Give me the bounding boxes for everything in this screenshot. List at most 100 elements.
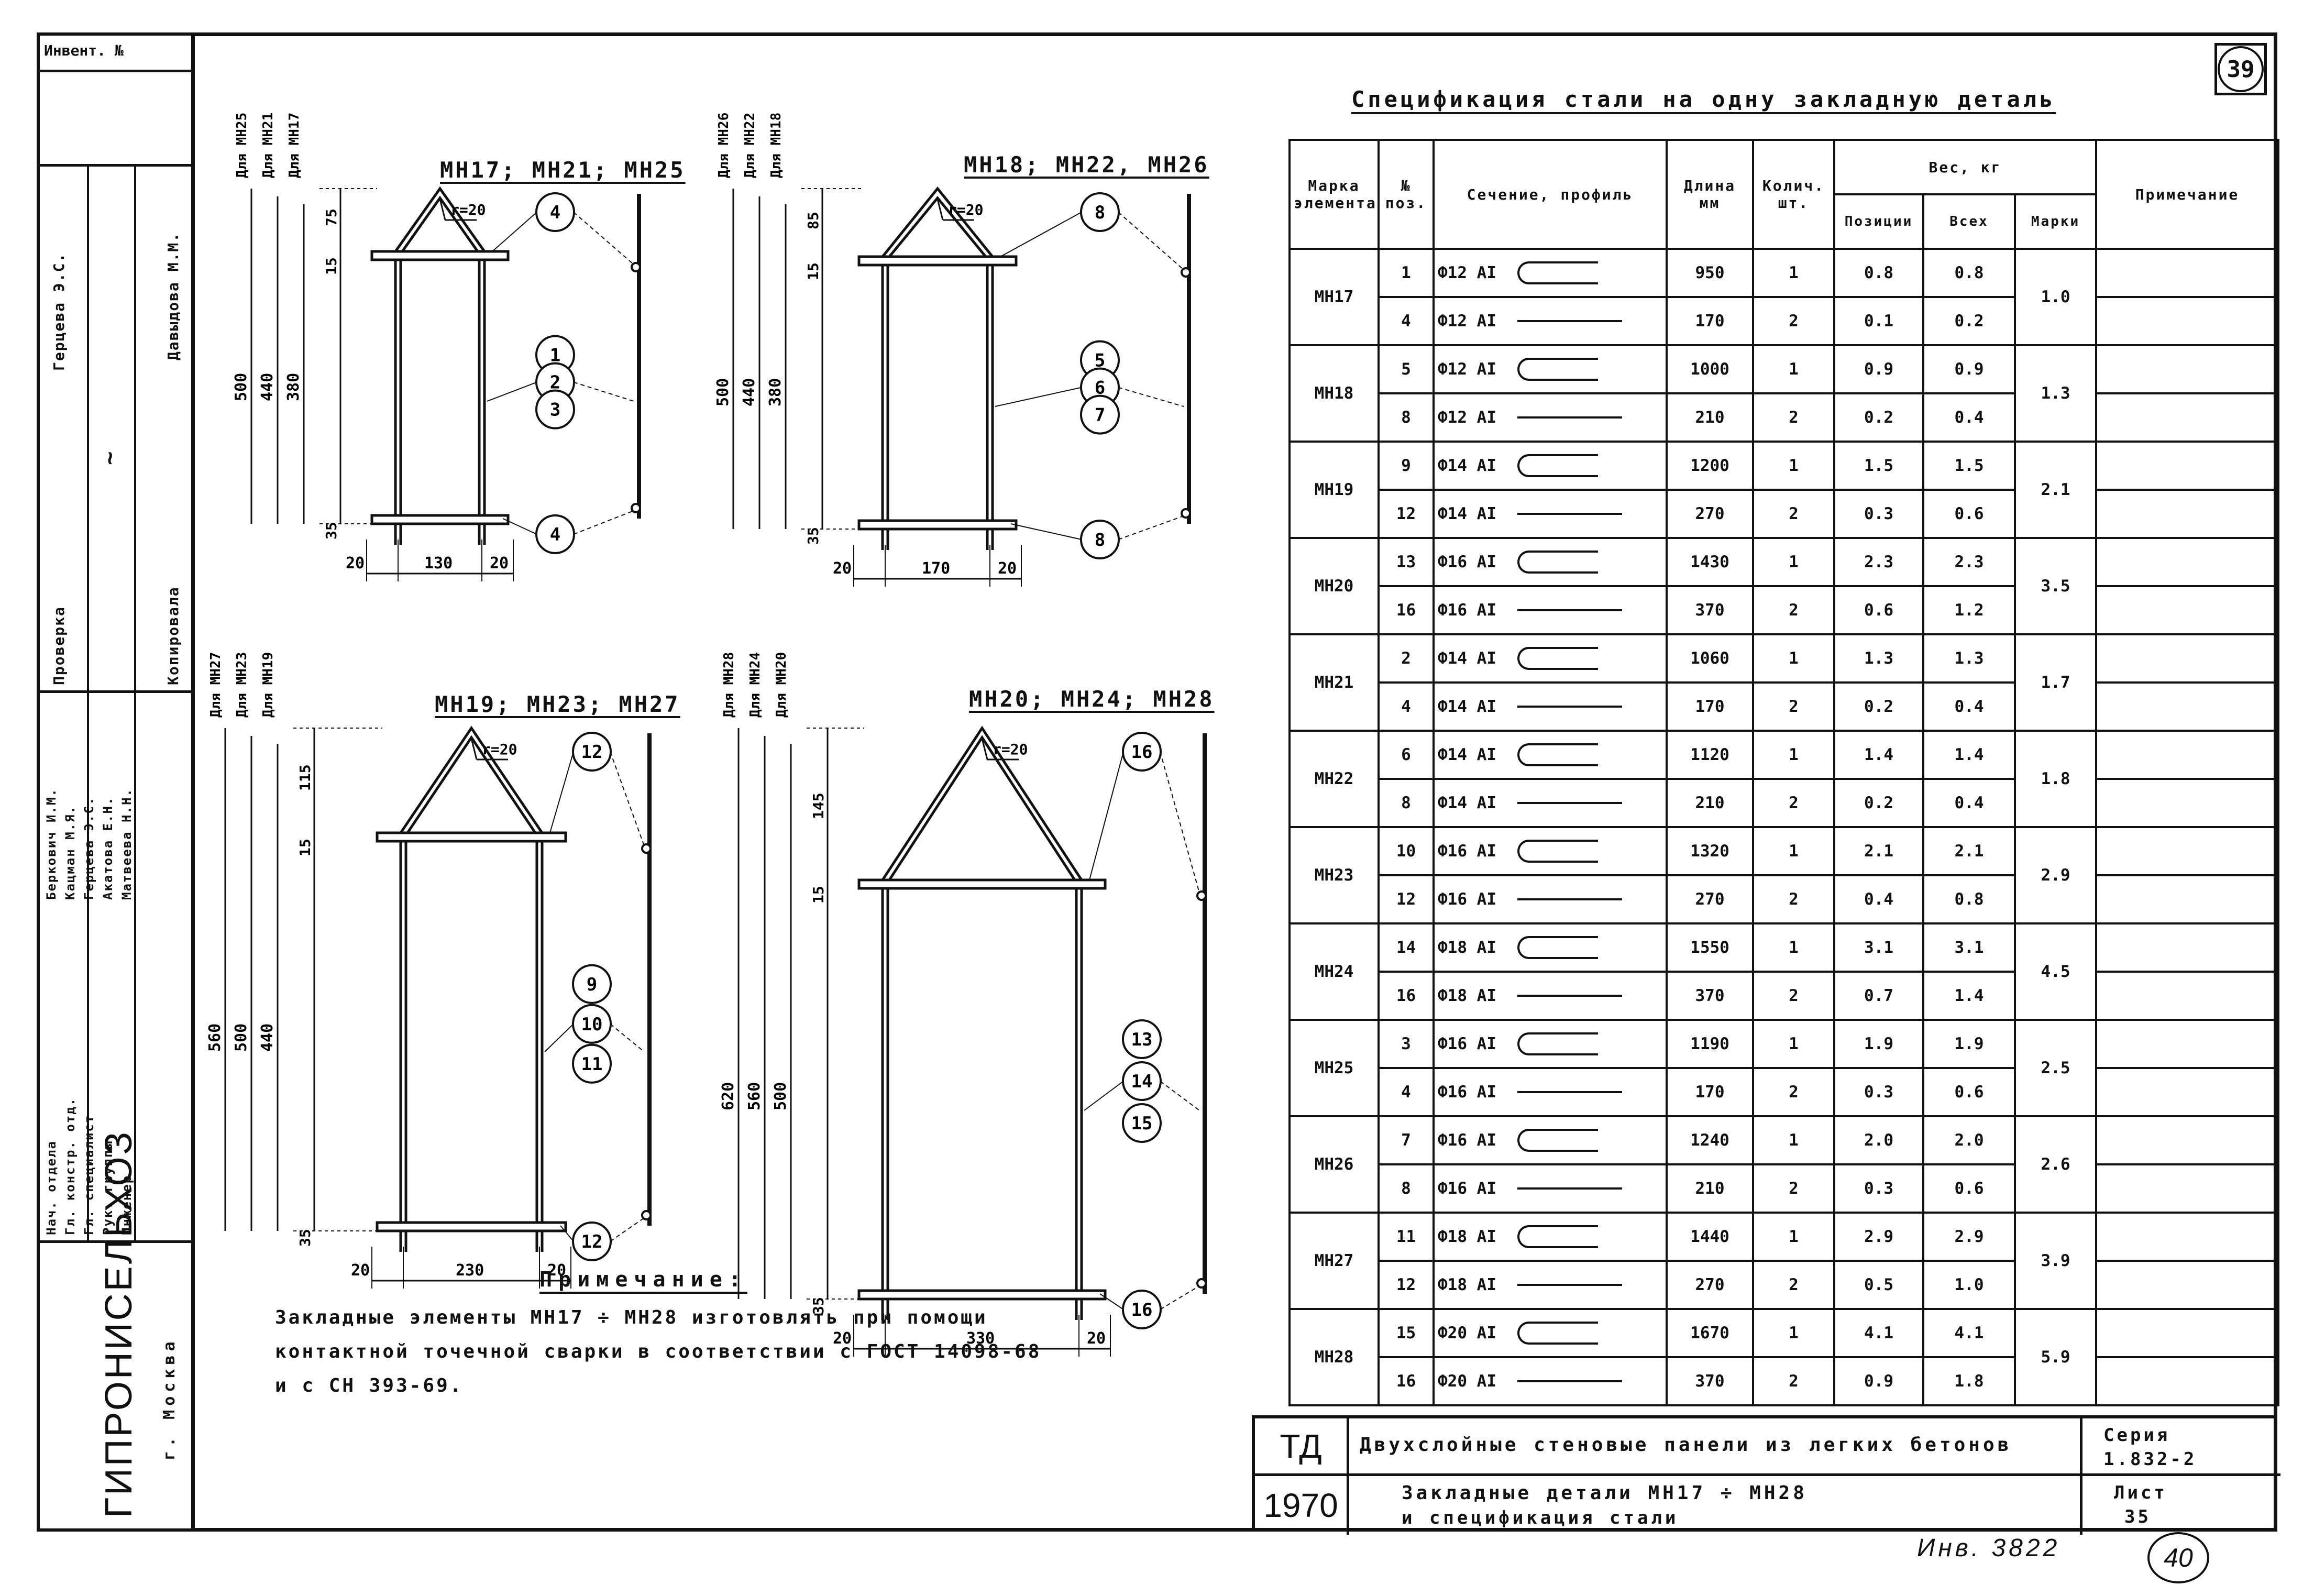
spec-length: 210 xyxy=(1666,1163,1754,1214)
spec-weight-all: 4.1 xyxy=(1922,1308,2016,1358)
position-number: 10 xyxy=(581,1014,603,1035)
dimension-mid: 15 xyxy=(296,839,314,856)
spec-section: Ф14 АI xyxy=(1433,778,1668,828)
spec-weight-all: 1.9 xyxy=(1922,1019,2016,1069)
spec-note xyxy=(2095,1212,2279,1262)
spec-mark: МН21 xyxy=(1288,633,1380,732)
inventory-label: Инвент. № xyxy=(40,36,191,72)
spec-length: 1430 xyxy=(1666,537,1754,587)
spec-note xyxy=(2095,826,2279,876)
bent-bar-icon xyxy=(1517,1129,1598,1152)
dimension-label: Для МН25 xyxy=(234,113,250,178)
position-marker xyxy=(1080,520,1120,559)
spec-section: Ф14 АI xyxy=(1433,633,1668,684)
straight-bar-icon xyxy=(1517,802,1622,804)
leader-line xyxy=(502,518,537,535)
dimension-width: 20 xyxy=(490,554,509,573)
spec-qty: 1 xyxy=(1752,1019,1835,1069)
radius-label: r=20 xyxy=(482,741,517,758)
spec-section-label: Ф18 АI xyxy=(1438,1227,1496,1246)
leader-line xyxy=(1160,1081,1200,1111)
spec-pos: 12 xyxy=(1378,874,1435,924)
rebar-apex-inner xyxy=(406,735,537,834)
spec-note xyxy=(2095,296,2279,346)
leader-line xyxy=(610,1023,645,1052)
spec-pos: 14 xyxy=(1378,922,1435,973)
spec-section-label: Ф12 АI xyxy=(1438,408,1496,427)
spec-weight-all: 0.4 xyxy=(1922,681,2016,732)
spec-mark: МН28 xyxy=(1288,1308,1380,1406)
straight-bar-icon xyxy=(1517,706,1622,708)
spec-weight-all: 0.4 xyxy=(1922,778,2016,828)
tb-project: Двухслойные стеновые панели из легких бе… xyxy=(1349,1418,2080,1476)
rebar-crossbar xyxy=(857,519,1018,531)
spec-qty: 2 xyxy=(1752,681,1835,732)
spec-length: 950 xyxy=(1666,248,1754,298)
spec-length: 1200 xyxy=(1666,441,1754,491)
spec-weight-all: 1.4 xyxy=(1922,730,2016,780)
note-line-3: и с СН 393-69. xyxy=(275,1375,464,1396)
dimension-width: 130 xyxy=(424,554,453,573)
spec-note xyxy=(2095,537,2279,587)
spec-section: Ф16 АI xyxy=(1433,1019,1668,1069)
weld-point xyxy=(641,843,652,854)
spec-pos: 8 xyxy=(1378,392,1435,443)
spec-weight-all: 0.9 xyxy=(1922,344,2016,394)
spec-qty: 1 xyxy=(1752,1308,1835,1358)
spec-length: 170 xyxy=(1666,296,1754,346)
spec-mark: МН27 xyxy=(1288,1212,1380,1310)
position-number: 6 xyxy=(1095,378,1105,399)
spec-section-label: Ф16 АI xyxy=(1438,842,1496,861)
note-line-1: Закладные элементы МН17 ÷ МН28 изготовля… xyxy=(275,1307,988,1328)
position-marker xyxy=(572,1004,612,1044)
spec-pos: 11 xyxy=(1378,1212,1435,1262)
spec-length: 1190 xyxy=(1666,1019,1754,1069)
spec-note xyxy=(2095,489,2279,539)
spec-mark: МН22 xyxy=(1288,730,1380,828)
spec-section-label: Ф14 АI xyxy=(1438,745,1496,764)
spec-weight-mark: 1.8 xyxy=(2014,730,2097,828)
position-marker xyxy=(1080,394,1120,435)
spec-length: 170 xyxy=(1666,1067,1754,1117)
position-number: 4 xyxy=(550,524,560,545)
rebar-apex xyxy=(881,725,1083,881)
spec-weight-mark: 1.0 xyxy=(2014,248,2097,346)
rebar-crossbar xyxy=(376,831,567,843)
spec-length: 1440 xyxy=(1666,1212,1754,1262)
spec-pos: 16 xyxy=(1378,971,1435,1021)
spec-section: Ф18 АI xyxy=(1433,922,1668,973)
spec-length: 370 xyxy=(1666,585,1754,635)
dimension-label: Для МН23 xyxy=(234,652,250,718)
spec-pos: 1 xyxy=(1378,248,1435,298)
spec-note xyxy=(2095,633,2279,684)
spec-length: 170 xyxy=(1666,681,1754,732)
bent-bar-icon xyxy=(1517,358,1598,381)
spec-section: Ф20 АI xyxy=(1433,1308,1668,1358)
spec-pos: 9 xyxy=(1378,441,1435,491)
bent-bar-icon xyxy=(1517,551,1598,574)
spec-weight-pos: 0.9 xyxy=(1833,344,1924,394)
spec-weight-pos: 0.2 xyxy=(1833,681,1924,732)
position-marker xyxy=(1122,1019,1162,1059)
straight-bar-icon xyxy=(1517,416,1622,419)
spec-note xyxy=(2095,1308,2279,1358)
weld-point xyxy=(641,1210,652,1220)
spec-qty: 2 xyxy=(1752,296,1835,346)
leader-line xyxy=(1118,515,1184,540)
bent-bar-icon xyxy=(1517,840,1598,863)
position-number: 2 xyxy=(550,372,560,393)
spec-weight-all: 3.1 xyxy=(1922,922,2016,973)
spec-weight-pos: 0.2 xyxy=(1833,778,1924,828)
spec-note xyxy=(2095,585,2279,635)
spec-note xyxy=(2095,1260,2279,1310)
spec-weight-pos: 0.1 xyxy=(1833,296,1924,346)
page-number-circle: 40 xyxy=(2147,1532,2209,1583)
leader-line xyxy=(1118,212,1184,270)
rebar-apex xyxy=(394,186,486,252)
